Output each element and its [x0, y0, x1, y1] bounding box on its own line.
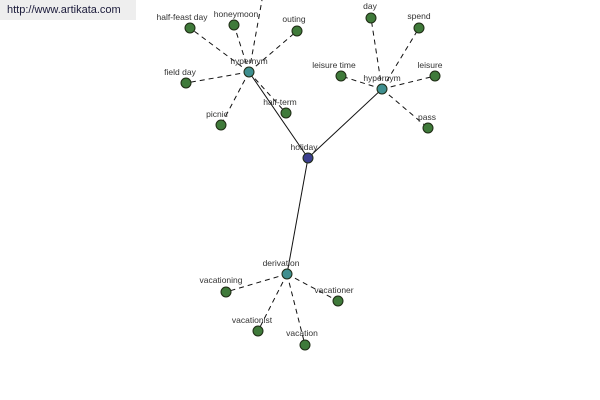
relation-hypernym-left-label[interactable]: hypernym [230, 56, 267, 66]
leaf-vacation-label[interactable]: vacation [286, 328, 318, 338]
edge-vacationist [257, 273, 288, 332]
edge-day [370, 17, 383, 90]
edge-outing [248, 30, 298, 73]
leaf-spend-label[interactable]: spend [407, 11, 430, 21]
leaf-half-feast-day-node[interactable] [184, 22, 196, 34]
relation-hypernym-left-node[interactable] [243, 66, 255, 78]
leaf-day-label[interactable]: day [363, 1, 377, 11]
graph-edges [185, 0, 436, 346]
edge-half-term [248, 71, 287, 114]
relation-hypernym-right-label[interactable]: hypernym [363, 73, 400, 83]
edge-pass [381, 88, 429, 129]
relation-hypernym-right-node[interactable] [376, 83, 388, 95]
leaf-field-day-label[interactable]: field day [164, 67, 196, 77]
edge-leisure-time [340, 75, 383, 90]
leaf-leisure-time-node[interactable] [335, 70, 347, 82]
leaf-honeymoon-node[interactable] [228, 19, 240, 31]
edge-field-day [185, 71, 250, 84]
leaf-pass-label[interactable]: pass [418, 112, 436, 122]
leaf-field-day-node[interactable] [180, 77, 192, 89]
leaf-outing-node[interactable] [291, 25, 303, 37]
leaf-pass-node[interactable] [422, 122, 434, 134]
relation-derivation-label[interactable]: derivation [263, 258, 300, 268]
edge-spend [381, 27, 420, 90]
leaf-picnic-label[interactable]: picnic [206, 109, 228, 119]
leaf-vacationing-node[interactable] [220, 286, 232, 298]
edge-derivation [286, 157, 309, 275]
leaf-picnic-node[interactable] [215, 119, 227, 131]
edge-offscreen-0 [248, 0, 263, 73]
edge-leisure [381, 75, 436, 90]
leaf-vacationing-label[interactable]: vacationing [199, 275, 242, 285]
leaf-vacationist-label[interactable]: vacationist [232, 315, 273, 325]
edge-hypernym-right [307, 88, 383, 159]
edge-vacation [286, 273, 306, 346]
leaf-leisure-time-label[interactable]: leisure time [312, 60, 356, 70]
leaf-half-term-node[interactable] [280, 107, 292, 119]
edge-vacationer [286, 273, 339, 302]
leaf-vacation-node[interactable] [299, 339, 311, 351]
leaf-spend-node[interactable] [413, 22, 425, 34]
leaf-vacationer-label[interactable]: vacationer [314, 285, 353, 295]
leaf-vacationer-node[interactable] [332, 295, 344, 307]
relation-derivation-node[interactable] [281, 268, 293, 280]
leaf-outing-label[interactable]: outing [282, 14, 305, 24]
graph-nodes [180, 12, 441, 351]
edge-hypernym-left [248, 71, 309, 159]
graph-labels: half-feast day honeymoon outing field day pi… [156, 1, 442, 338]
leaf-half-term-label[interactable]: half-term [263, 97, 297, 107]
leaf-leisure-node[interactable] [429, 70, 441, 82]
root-holiday-node[interactable] [302, 152, 314, 164]
root-holiday-label[interactable]: holiday [291, 142, 319, 152]
edge-half-feast-day [189, 27, 250, 73]
leaf-honeymoon-label[interactable]: honeymoon [214, 9, 259, 19]
edge-picnic [220, 71, 250, 126]
leaf-vacationist-node[interactable] [252, 325, 264, 337]
leaf-half-feast-day-label[interactable]: half-feast day [156, 12, 208, 22]
edge-vacationing [225, 273, 288, 293]
watermark-link[interactable]: http://www.artikata.com [0, 0, 136, 20]
leaf-leisure-label[interactable]: leisure [417, 60, 442, 70]
leaf-day-node[interactable] [365, 12, 377, 24]
